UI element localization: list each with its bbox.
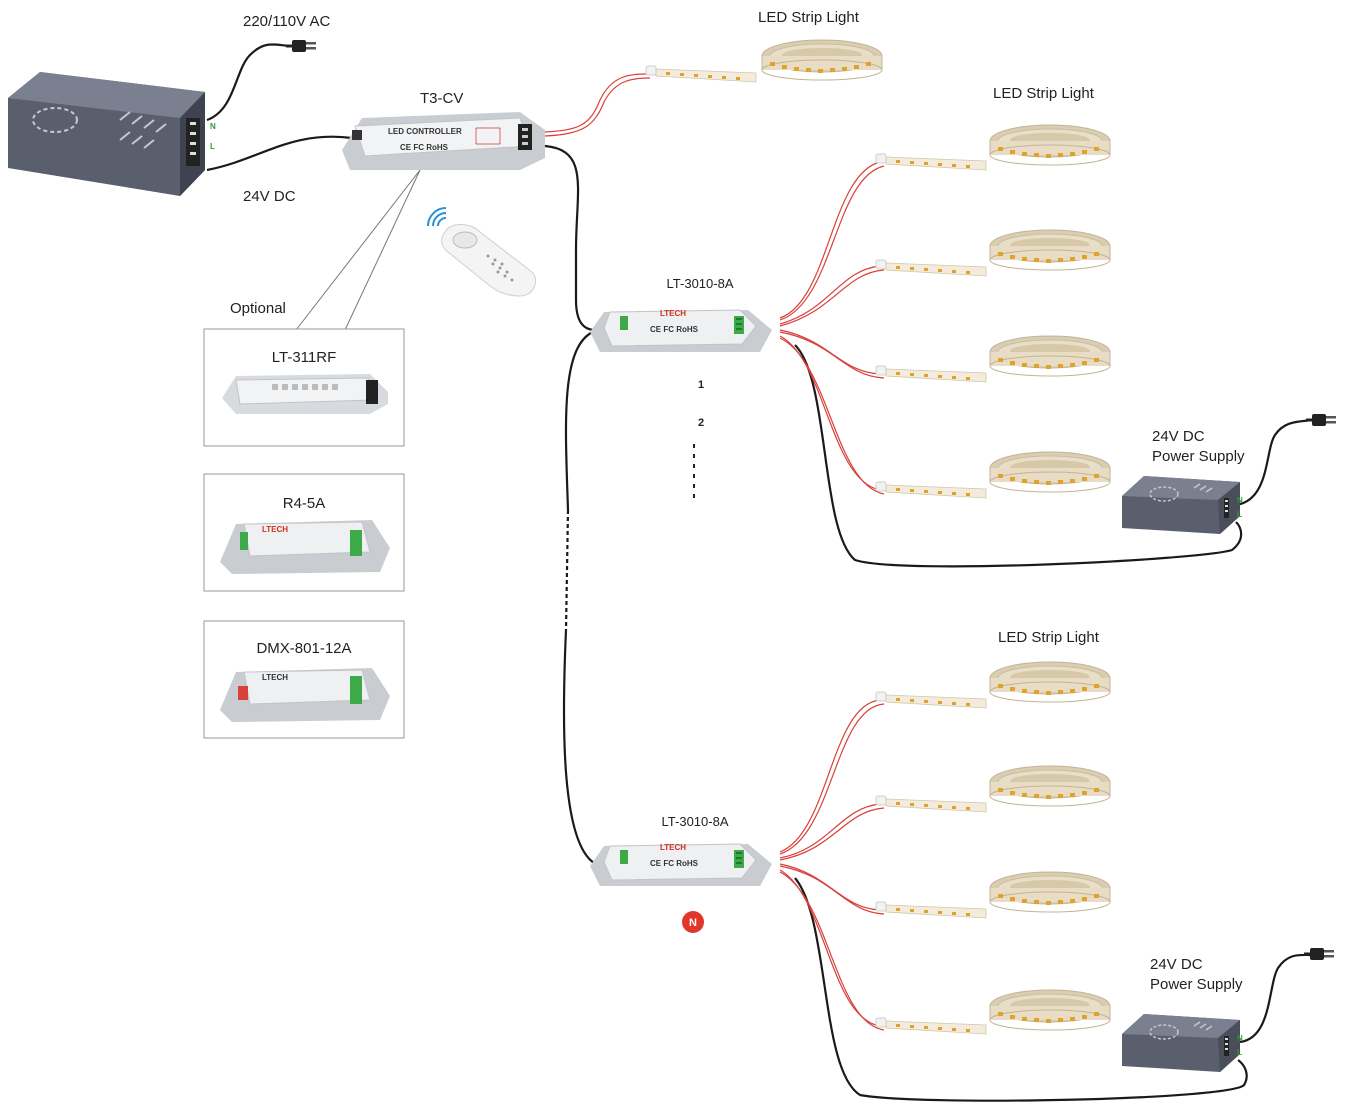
amp-brand: LTECH	[660, 309, 686, 318]
terminal-n-label: N	[1237, 1034, 1243, 1043]
led-strip	[875, 871, 1111, 919]
remote-control-icon	[441, 224, 536, 297]
wires-black	[206, 43, 1313, 1102]
ellipsis-dots	[693, 444, 695, 498]
amp-brand: LTECH	[660, 843, 686, 852]
terminal-n-label: N	[210, 122, 216, 131]
power-plug-icon	[284, 38, 318, 54]
led-strip	[875, 765, 1111, 813]
strip-bottom-label: LED Strip Light	[998, 629, 1100, 646]
psu-2-label-line2: Power Supply	[1150, 976, 1243, 993]
amplifier-n-label: LT-3010-8A	[662, 814, 729, 829]
psu2-dc-wire	[794, 877, 1248, 1102]
daisy-chain-wire	[564, 328, 599, 511]
index-2: 2	[698, 417, 704, 429]
data-bus-wire	[544, 144, 599, 332]
receiver-name: R4-5A	[283, 495, 326, 512]
receiver-name: LT-311RF	[272, 349, 336, 366]
amplifier-1-label: LT-3010-8A	[667, 276, 734, 291]
mains-input-label: 220/110V AC	[243, 13, 330, 30]
mains-wire	[206, 43, 291, 122]
terminal-l-label: L	[1237, 510, 1242, 519]
led-strip	[875, 661, 1111, 709]
power-plug-icon	[1304, 412, 1338, 428]
terminal-n-label: N	[1237, 496, 1243, 505]
psu2-mains-wire	[1239, 953, 1311, 1044]
strip-mid-label: LED Strip Light	[993, 85, 1095, 102]
optional-receiver-r4-5a: R4-5A LTECH	[203, 473, 405, 592]
index-1: 1	[698, 379, 704, 391]
dc-wire	[206, 135, 353, 172]
psu1-mains-wire	[1235, 418, 1313, 507]
wireless-signal-icon	[427, 207, 447, 227]
main-controller-cert: CE FC RoHS	[400, 143, 449, 152]
led-strip	[875, 989, 1111, 1035]
led-strip	[875, 451, 1111, 499]
led-strip-group-n	[875, 661, 1111, 1035]
power-plug-icon	[1302, 946, 1336, 962]
amplifier-1: LTECH CE FC RoHS	[589, 309, 773, 353]
main-controller-title: LED CONTROLLER	[388, 127, 462, 136]
optional-label: Optional	[230, 300, 286, 317]
index-n-badge: N	[682, 911, 704, 933]
led-strip	[875, 124, 1111, 171]
terminal-l-label: L	[1237, 1048, 1242, 1057]
amp-cert: CE FC RoHS	[650, 859, 699, 868]
main-controller-label: T3-CV	[420, 90, 463, 107]
optional-link-lines	[295, 169, 421, 331]
led-strip-group-1	[875, 124, 1111, 499]
daisy-chain-wire-lower	[562, 629, 599, 867]
omitted-chain-dashed	[564, 509, 570, 631]
amp-cert: CE FC RoHS	[650, 325, 699, 334]
wires-red	[544, 73, 1237, 1047]
psu-1-label-line2: Power Supply	[1152, 448, 1245, 465]
psu-1-label-line1: 24V DC	[1152, 428, 1205, 445]
index-n: N	[689, 917, 697, 929]
receiver-name: DMX-801-12A	[256, 640, 351, 657]
main-controller: LED CONTROLLER CE FC RoHS	[342, 112, 545, 170]
led-strip	[875, 335, 1111, 383]
dc-output-label: 24V DC	[243, 188, 296, 205]
led-strip	[875, 229, 1111, 277]
terminal-l-label: L	[210, 142, 215, 151]
brand-mark: LTECH	[262, 525, 288, 534]
power-supply-icon	[1121, 1013, 1241, 1073]
brand-mark: LTECH	[262, 673, 288, 682]
main-power-supply: N L	[8, 72, 216, 196]
psu1-dc-wire	[794, 344, 1243, 568]
strip-top-label: LED Strip Light	[758, 9, 860, 26]
amplifier-n: LTECH CE FC RoHS	[589, 843, 773, 887]
psu-2-label-line1: 24V DC	[1150, 956, 1203, 973]
power-supply-icon	[1121, 475, 1241, 535]
optional-receiver-lt311rf: LT-311RF	[203, 328, 405, 447]
optional-receiver-dmx-801-12a: DMX-801-12A LTECH	[203, 620, 405, 739]
led-strip-top	[645, 39, 883, 83]
